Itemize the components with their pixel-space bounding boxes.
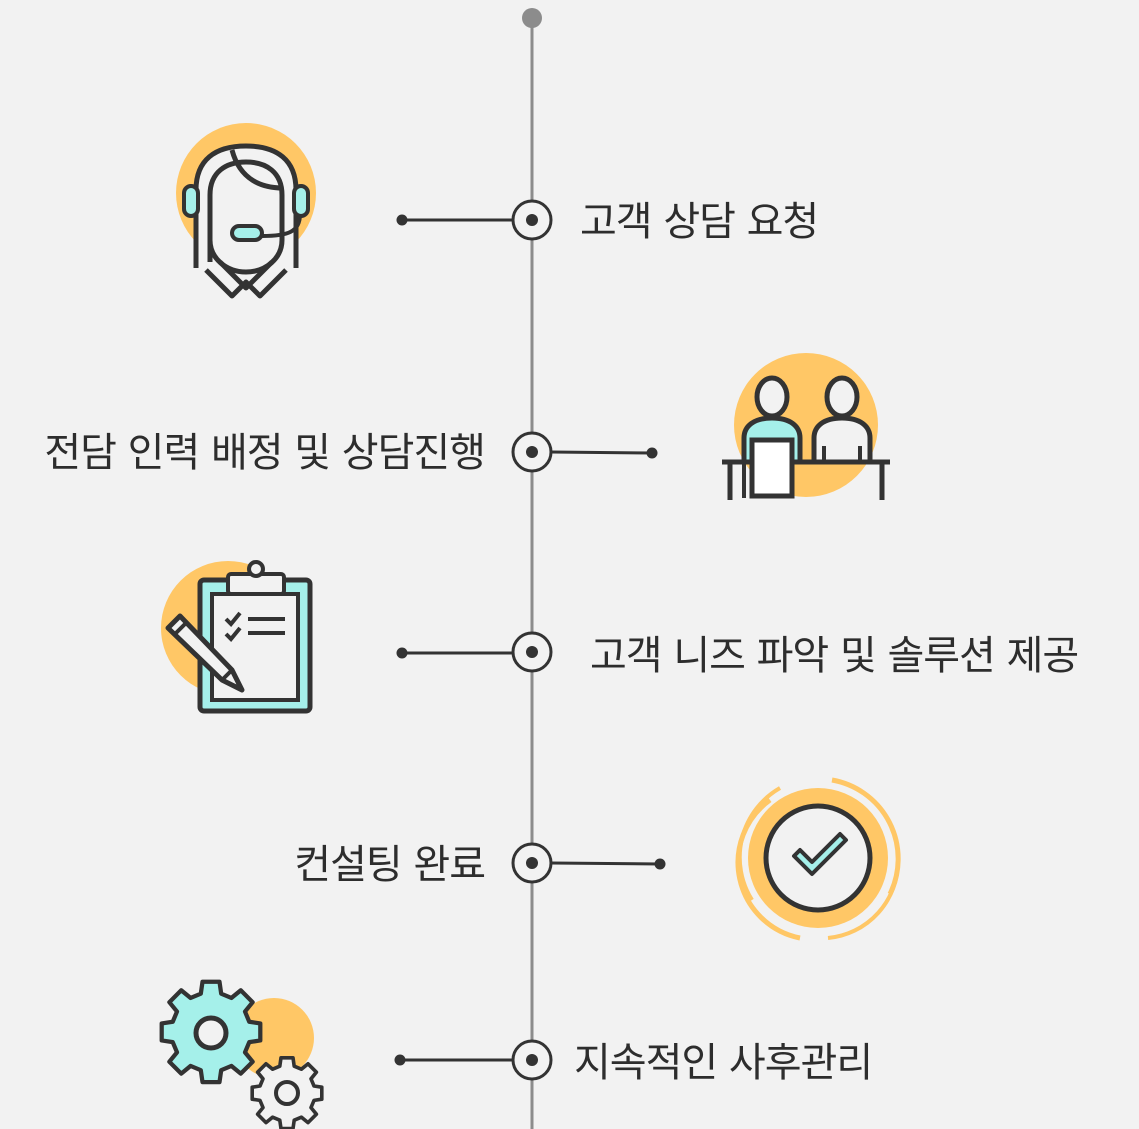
timeline-node-1 <box>396 199 553 241</box>
step-5-label: 지속적인 사후관리 <box>574 1040 873 1086</box>
step-1-label: 고객 상담 요청 <box>580 199 819 245</box>
timeline-node-2 <box>511 431 658 473</box>
timeline-node-5 <box>394 1039 553 1081</box>
check-circle-icon <box>735 777 901 941</box>
timeline-node-4 <box>511 842 666 884</box>
two-people-at-desk-icon <box>722 353 890 500</box>
timeline-start-dot <box>522 8 542 28</box>
timeline-node-3 <box>396 631 553 673</box>
clipboard-checklist-pencil-icon <box>161 560 313 714</box>
gears-icon <box>159 979 324 1129</box>
step-4-label: 컨설팅 완료 <box>294 842 486 888</box>
headset-agent-icon <box>176 123 316 299</box>
step-2-label: 전담 인력 배정 및 상담진행 <box>44 430 486 476</box>
step-3-label: 고객 니즈 파악 및 솔루션 제공 <box>590 633 1079 679</box>
